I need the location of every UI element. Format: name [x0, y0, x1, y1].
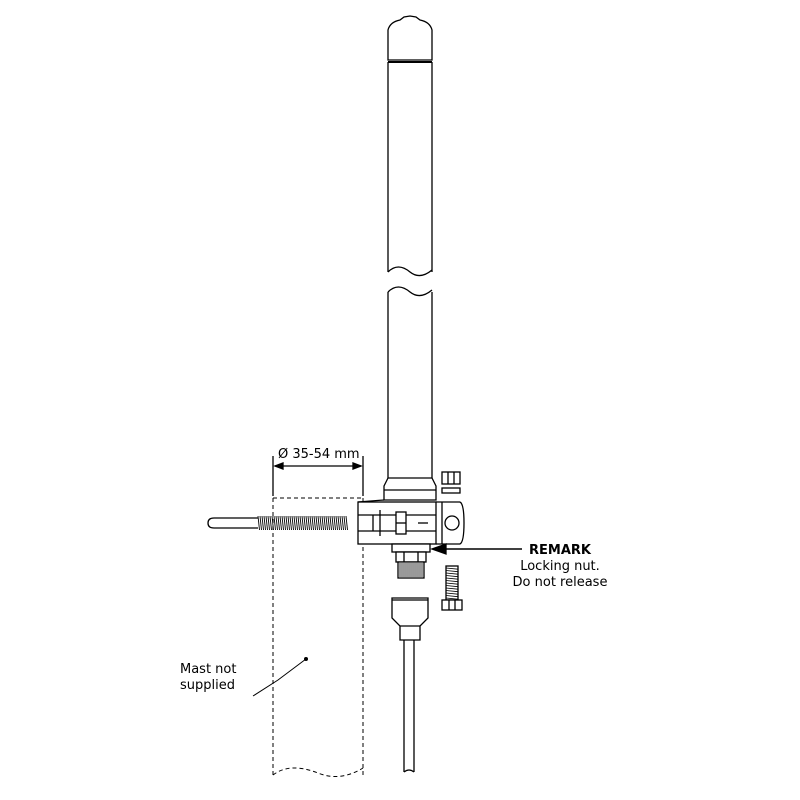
thread-line: [261, 515, 264, 531]
thread-line: [295, 515, 298, 531]
u-bolt-rod: [207, 517, 258, 529]
clamp-bolt-top: [441, 471, 461, 494]
thread-line: [303, 515, 306, 531]
mounting-clamp: [357, 499, 465, 545]
thread-line: [289, 515, 292, 531]
thread-line: [341, 515, 344, 531]
thread-line: [269, 515, 272, 531]
thread-line: [339, 515, 342, 531]
bolt-thread-line: [445, 582, 459, 585]
clamp-bolt-bottom: [441, 565, 463, 611]
bolt-thread-line: [445, 587, 459, 590]
thread-line: [343, 515, 346, 531]
thread-line: [271, 515, 274, 531]
thread-line: [321, 515, 324, 531]
thread-line: [279, 515, 282, 531]
thread-line: [265, 515, 268, 531]
bolt-thread-line: [445, 572, 459, 575]
antenna-radome-upper: [387, 62, 433, 277]
thread-line: [301, 515, 304, 531]
thread-line: [277, 515, 280, 531]
thread-line: [291, 515, 294, 531]
thread-line: [315, 515, 318, 531]
bolt-thread-line: [445, 585, 459, 588]
coax-cable: [403, 640, 415, 773]
remark-line-2: Do not release: [512, 575, 608, 590]
bolt-thread-line: [445, 567, 459, 570]
remark-title: REMARK: [529, 543, 591, 558]
thread-line: [331, 515, 334, 531]
bolt-thread-line: [445, 580, 459, 583]
thread-line: [313, 515, 316, 531]
thread-line: [287, 515, 290, 531]
remark-note: REMARK Locking nut. Do not release: [505, 543, 615, 591]
thread-line: [307, 515, 310, 531]
thread-line: [283, 515, 286, 531]
thread-line: [299, 515, 302, 531]
thread-line: [273, 515, 276, 531]
thread-line: [323, 515, 326, 531]
bolt-thread-line: [445, 570, 459, 573]
mast-line-2: supplied: [180, 678, 235, 693]
cable-connector: [391, 597, 429, 641]
thread-line: [311, 515, 314, 531]
u-bolt-thread: [257, 515, 348, 531]
bolt-thread-line: [445, 575, 459, 578]
thread-line: [275, 515, 278, 531]
thread-line: [285, 515, 288, 531]
thread-line: [325, 515, 328, 531]
bolt-thread-line: [445, 595, 459, 598]
thread-line: [257, 515, 260, 531]
thread-line: [337, 515, 340, 531]
remark-line-1: Locking nut.: [520, 559, 600, 574]
thread-line: [345, 515, 348, 531]
locking-nut: [391, 543, 431, 563]
bolt-thread-line: [445, 590, 459, 593]
remark-arrow: [430, 543, 522, 555]
thread-line: [259, 515, 262, 531]
diameter-dimension: [272, 456, 364, 496]
bolt-thread-line: [445, 597, 459, 600]
thread-line: [329, 515, 332, 531]
thread-line: [335, 515, 338, 531]
mast-outline: [272, 497, 364, 778]
bolt-thread-line: [445, 577, 459, 580]
thread-line: [263, 515, 266, 531]
thread-line: [333, 515, 336, 531]
n-connector: [397, 561, 425, 579]
bolt-thread-line: [445, 592, 459, 595]
antenna-tip-cap: [387, 15, 433, 63]
mast-note: Mast not supplied: [180, 662, 236, 694]
thread-line: [327, 515, 330, 531]
thread-line: [267, 515, 270, 531]
thread-line: [309, 515, 312, 531]
thread-line: [317, 515, 320, 531]
thread-line: [305, 515, 308, 531]
antenna-base: [383, 477, 437, 501]
mast-line-1: Mast not: [180, 662, 237, 677]
thread-line: [293, 515, 296, 531]
diameter-label: Ø 35-54 mm: [278, 447, 360, 462]
thread-line: [297, 515, 300, 531]
antenna-radome-lower: [387, 286, 433, 478]
thread-line: [319, 515, 322, 531]
mast-leader: [252, 657, 308, 697]
thread-line: [281, 515, 284, 531]
